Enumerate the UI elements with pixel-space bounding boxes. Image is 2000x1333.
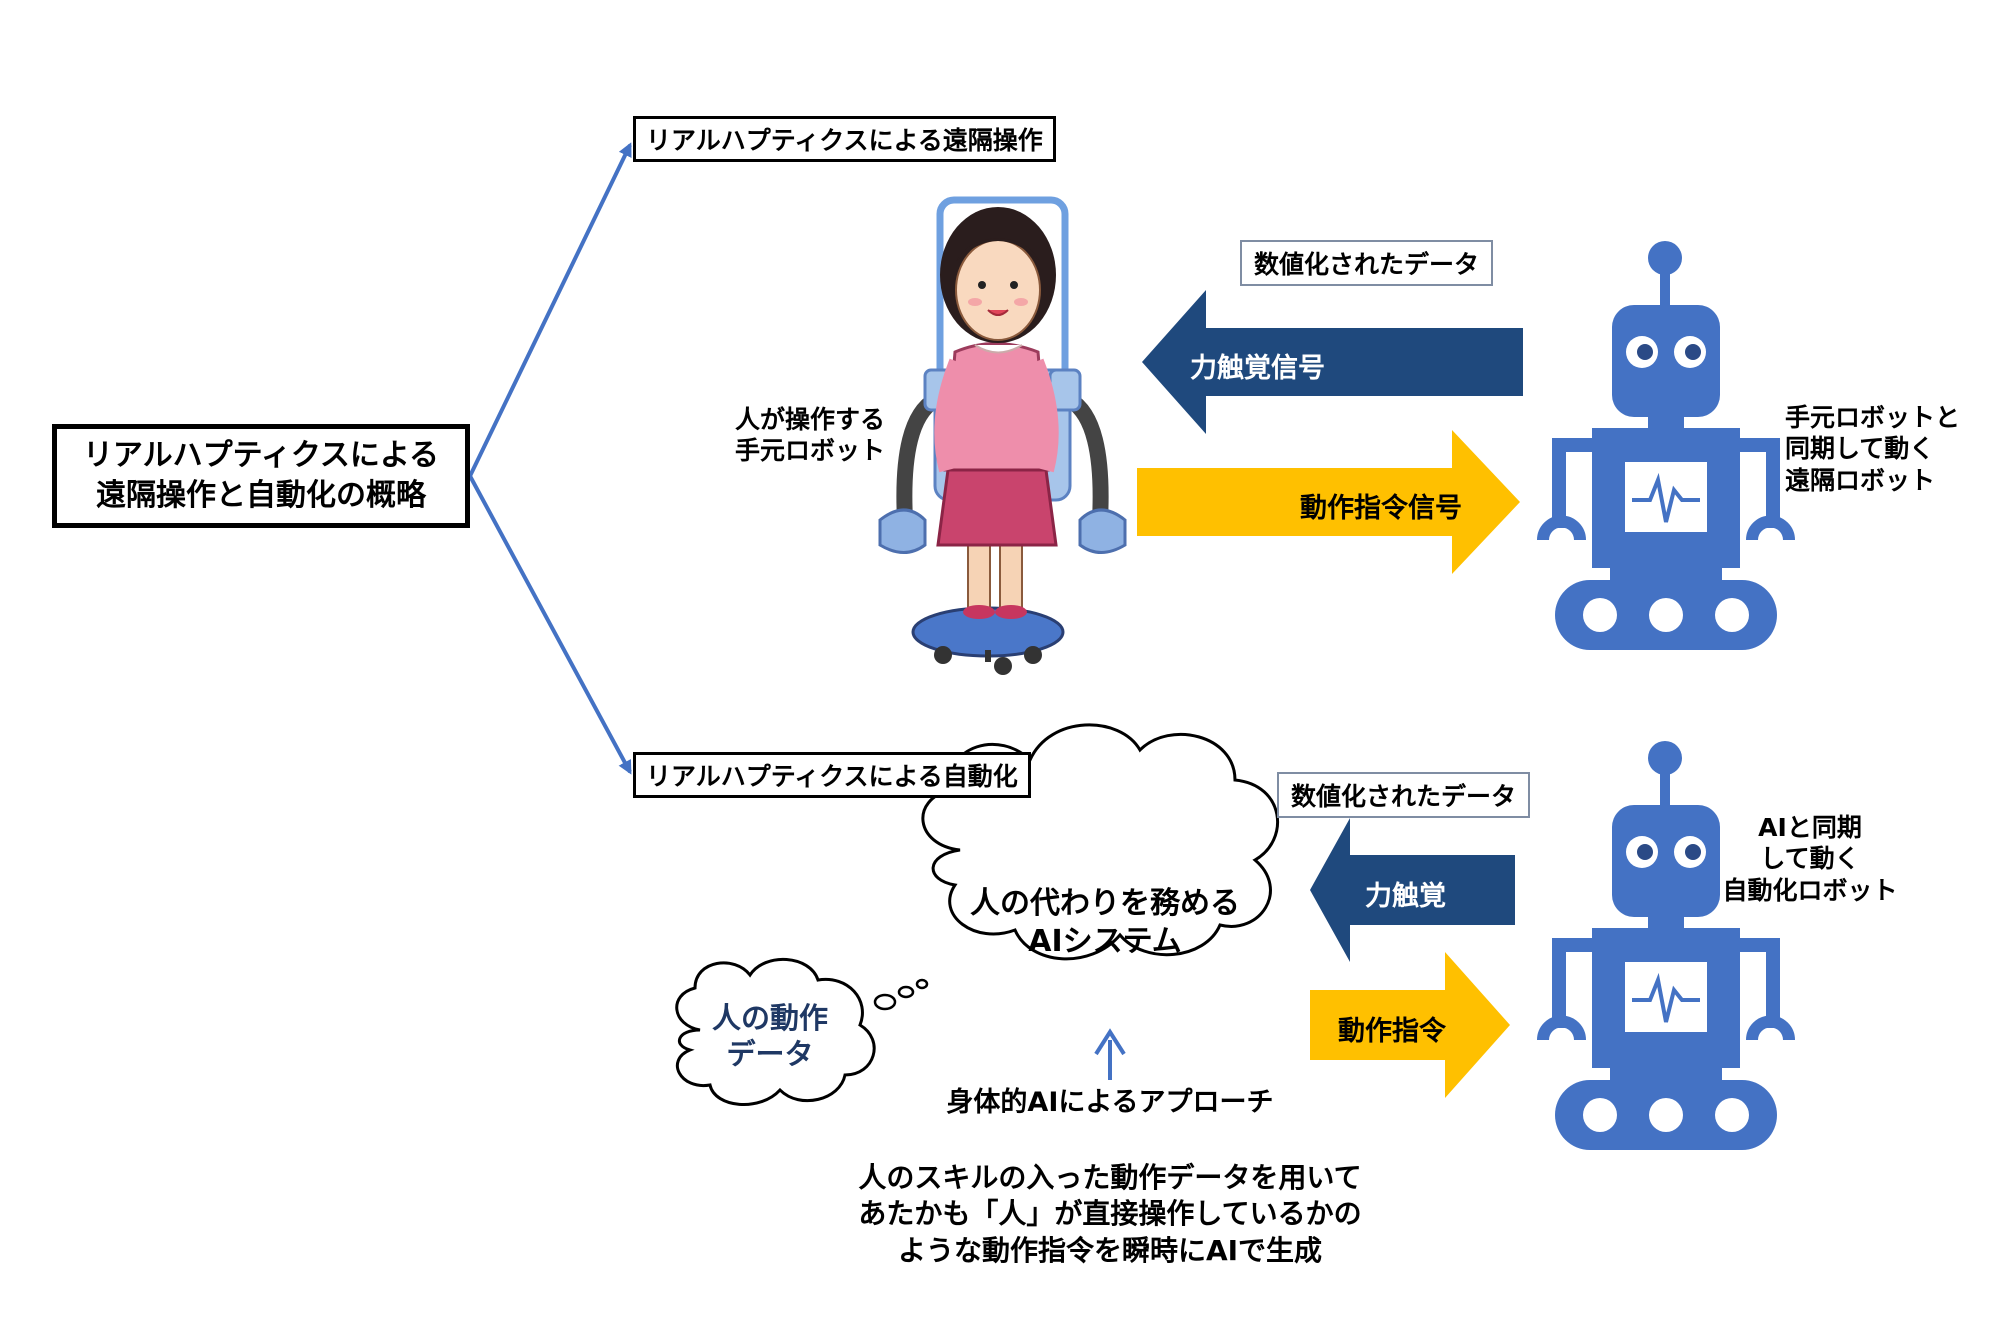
- local-robot-label: 人が操作する 手元ロボット: [735, 405, 886, 466]
- main-title-box: リアルハプティクスによる 遠隔操作と自動化の概略: [52, 424, 470, 528]
- ai-system-text: 人の代わりを務める AIシステム: [970, 886, 1240, 959]
- main-title-line2: 遠隔操作と自動化の概略: [96, 478, 426, 513]
- command-signal-label: 動作指令信号: [1300, 493, 1462, 524]
- ai-robot-label: AIと同期 して動く 自動化ロボット: [1722, 813, 1898, 905]
- motion-data-text: 人の動作 データ: [711, 1001, 828, 1072]
- force-label: 力触覚: [1365, 881, 1446, 912]
- force-signal-label: 力触覚信号: [1190, 353, 1325, 384]
- command-label: 動作指令: [1338, 1016, 1446, 1047]
- teleop-branch-label: リアルハプティクスによる遠隔操作: [646, 126, 1043, 155]
- teleop-branch-box: リアルハプティクスによる遠隔操作: [633, 116, 1056, 162]
- person-local-robot-illustration: [878, 196, 1127, 675]
- teleop-data-label: 数値化されたデータ: [1254, 250, 1480, 279]
- approach-up-arrow: [1094, 1028, 1126, 1080]
- remote-robot-label: 手元ロボットと 同期して動く 遠隔ロボット: [1785, 403, 1961, 495]
- approach-label: 身体的AIによるアプローチ: [946, 1087, 1274, 1118]
- teleop-data-box: 数値化されたデータ: [1240, 240, 1494, 286]
- connector-to-auto: [468, 475, 632, 775]
- command-signal-arrow: [1137, 430, 1520, 574]
- main-title-line1: リアルハプティクスによる: [82, 437, 440, 473]
- ai-robot-illustration: [1537, 741, 1795, 1150]
- force-arrow: [1310, 818, 1515, 962]
- auto-branch-box: リアルハプティクスによる自動化: [633, 752, 1031, 798]
- auto-branch-label: リアルハプティクスによる自動化: [646, 762, 1018, 791]
- auto-data-box: 数値化されたデータ: [1277, 772, 1531, 818]
- auto-data-label: 数値化されたデータ: [1291, 782, 1517, 811]
- force-signal-arrow: [1142, 290, 1523, 434]
- motion-data-cloud: [675, 958, 929, 1106]
- ai-description: 人のスキルの入った動作データを用いて あたかも「人」が直接操作しているかの よう…: [858, 1161, 1362, 1267]
- command-arrow: [1310, 952, 1510, 1098]
- connector-to-teleop: [468, 142, 632, 477]
- remote-robot-illustration: [1537, 241, 1795, 650]
- branch-connectors: [468, 142, 632, 775]
